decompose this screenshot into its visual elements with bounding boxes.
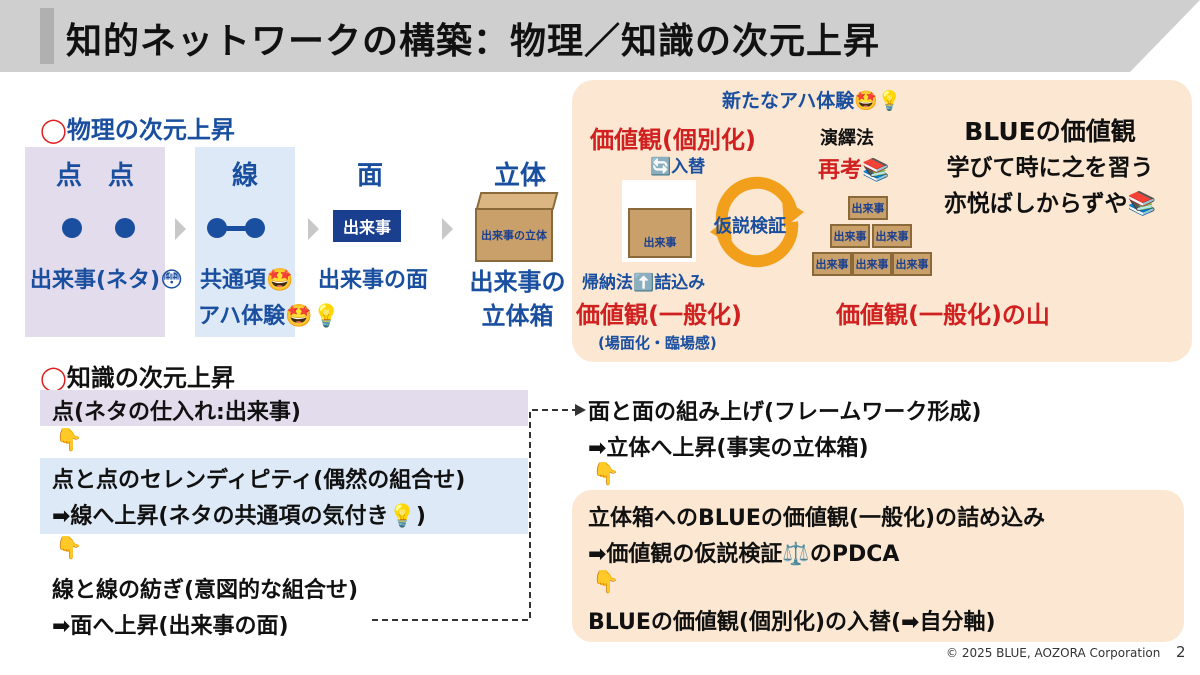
col-plane: 面: [356, 161, 383, 191]
values-crate-label: 出来事: [643, 236, 677, 249]
event-solid-crate: 出来事の立体: [475, 208, 553, 262]
event-plane-label: 出来事の面: [318, 268, 429, 293]
knowledge-step1: 点(ネタの仕入れ:出来事): [52, 400, 301, 425]
col-solid: 立体: [493, 161, 546, 191]
event-plane-box: 出来事: [333, 210, 402, 242]
blue-values-line3: 亦悦ばしからずや📚: [943, 191, 1157, 217]
knowledge-step5a: 立体箱へのBLUEの価値観(一般化)の詰め込み: [588, 506, 1046, 531]
hypothesis-label: 仮説検証: [714, 216, 786, 237]
blue-values-line2: 学びて時に之を習う: [946, 155, 1154, 181]
pointing-down-icon: 👇: [592, 570, 620, 595]
aha-label: アハ体験🤩💡: [198, 304, 340, 329]
physics-heading: ◯物理の次元上昇: [40, 110, 235, 145]
swap-label: 🔄入替: [650, 157, 706, 177]
step2-bg: [40, 458, 528, 534]
scene-label: (場面化・臨場感): [598, 334, 717, 352]
point-dot: [62, 218, 82, 238]
circle-icon: ◯: [40, 364, 67, 392]
dashed-connector-arrow: [372, 404, 586, 621]
individual-values-label: 価値観(個別化): [590, 126, 756, 154]
stack-crate: 出来事: [872, 224, 912, 248]
circle-icon: ◯: [40, 116, 67, 144]
point-column-bg: [25, 147, 165, 337]
values-crate: 出来事: [628, 208, 692, 258]
knowledge-step3a: 線と線の紡ぎ(意図的な組合せ): [52, 578, 359, 603]
pointing-down-icon: 👇: [592, 462, 620, 487]
general-values-label: 価値観(一般化): [576, 301, 742, 329]
rethink-label: 再考📚: [818, 158, 890, 183]
knowledge-step4b: ➡立体へ上昇(事実の立体箱): [588, 436, 869, 461]
knowledge-step5b: ➡価値観の仮説検証⚖️のPDCA: [588, 542, 900, 567]
stack-crate: 出来事: [852, 252, 892, 276]
knowledge-step2b: ➡線へ上昇(ネタの共通項の気付き💡): [52, 504, 426, 529]
knowledge-heading-text: 知識の次元上昇: [66, 364, 235, 392]
blue-values-line1: BLUEの価値観: [964, 117, 1136, 146]
knowledge-step3b: ➡面へ上昇(出来事の面): [52, 614, 289, 639]
stack-crate: 出来事: [848, 196, 888, 220]
knowledge-step2a: 点と点のセレンディピティ(偶然の組合せ): [52, 468, 466, 493]
stack-crate: 出来事: [812, 252, 852, 276]
pointing-down-icon: 👇: [55, 428, 83, 453]
knowledge-step5c: BLUEの価値観(個別化)の入替(➡自分軸): [588, 610, 996, 635]
induction-label: 帰納法⬆️詰込み: [582, 273, 706, 293]
chevron-icon: [308, 218, 319, 240]
line-column-bg: [195, 147, 295, 337]
page-title: 知的ネットワークの構築：物理／知識の次元上昇: [66, 21, 881, 62]
line-segment: [225, 226, 247, 231]
physics-heading-text: 物理の次元上昇: [66, 116, 235, 144]
pointing-down-icon: 👇: [55, 536, 83, 561]
line-dot: [245, 218, 265, 238]
cycle-arrows-icon: [710, 176, 804, 268]
common-item-label: 共通項🤩: [200, 268, 294, 293]
event-solid-label-2: 立体箱: [481, 302, 554, 330]
stack-crate: 出来事: [830, 224, 870, 248]
col-point: 点 点: [55, 161, 134, 191]
values-mountain-label: 価値観(一般化)の山: [836, 301, 1050, 329]
point-dot: [115, 218, 135, 238]
crate-label: 出来事の立体: [481, 229, 547, 242]
col-line: 線: [231, 161, 258, 191]
chevron-icon: [442, 218, 453, 240]
line-dot: [207, 218, 227, 238]
knowledge-step4a: 面と面の組み上げ(フレームワーク形成): [588, 400, 982, 425]
new-aha-label: 新たなアハ体験🤩💡: [722, 90, 902, 112]
stack-crate: 出来事: [892, 252, 932, 276]
event-solid-label-1: 出来事の: [469, 268, 566, 296]
knowledge-heading: ◯知識の次元上昇: [40, 358, 235, 393]
title-accent: [40, 8, 54, 64]
chevron-icon: [175, 218, 186, 240]
deduction-label: 演繹法: [820, 128, 874, 149]
copyright: © 2025 BLUE, AOZORA Corporation: [946, 646, 1161, 660]
page-number: 2: [1176, 643, 1186, 661]
title-banner: [0, 0, 1200, 72]
step5-panel: [572, 490, 1184, 642]
step1-bg: [40, 390, 528, 426]
event-neta-label: 出来事(ネタ)😳: [30, 268, 184, 293]
